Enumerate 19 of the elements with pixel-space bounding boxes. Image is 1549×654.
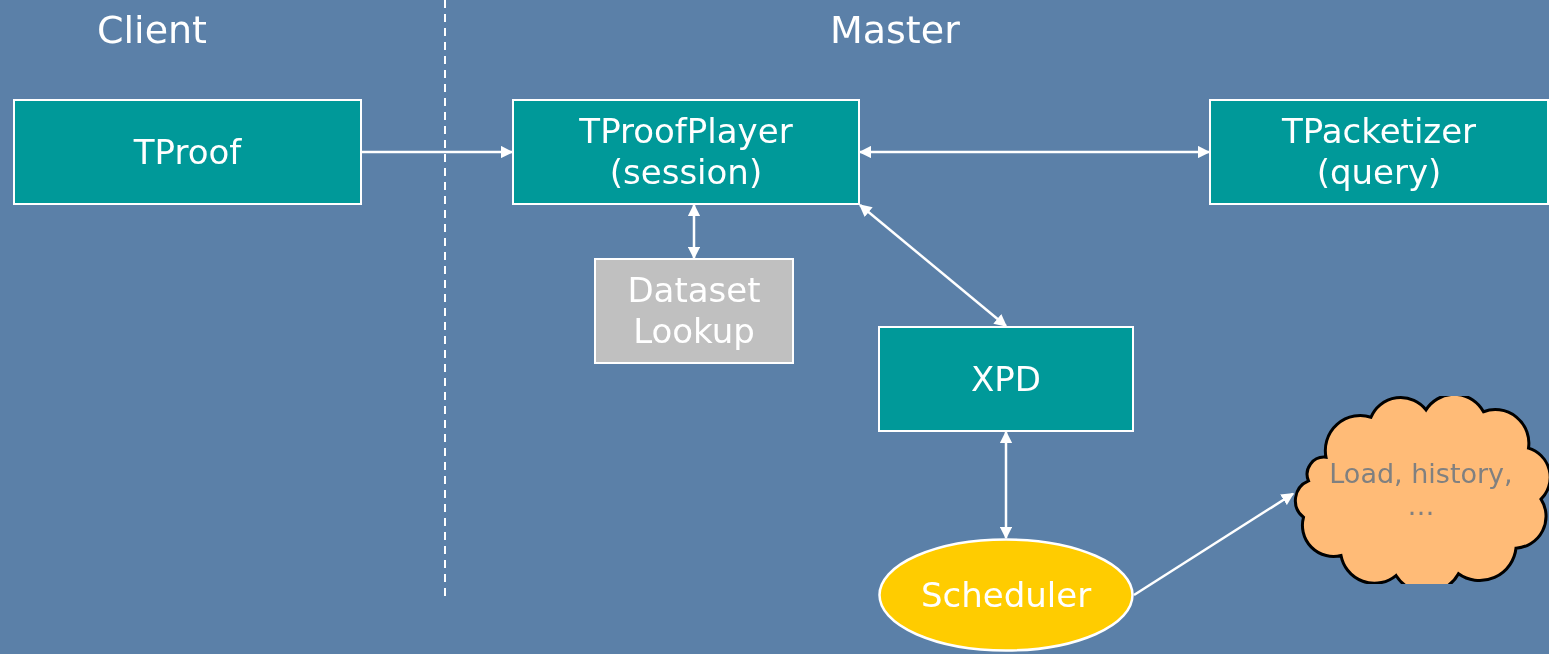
cloud-text: Load, history, … [1328, 457, 1514, 523]
node-label: Dataset Lookup [626, 270, 762, 352]
arrow [999, 430, 1013, 540]
arrow [859, 204, 1007, 327]
section-heading: Client [97, 8, 207, 52]
arrow [687, 203, 701, 260]
process-box [512, 99, 860, 205]
node-label: XPD [971, 358, 1041, 400]
node-label: TProofPlayer (session) [578, 111, 794, 193]
process-box [594, 258, 794, 364]
arrow [1133, 492, 1295, 597]
node-label: TProof [133, 131, 242, 173]
process-box [13, 99, 362, 205]
node-label: Scheduler [920, 574, 1092, 616]
process-box [1209, 99, 1549, 205]
section-heading: Master [830, 8, 960, 52]
arrow [362, 145, 514, 159]
process-box [878, 326, 1134, 432]
node-label: TPacketizer (query) [1280, 111, 1478, 193]
